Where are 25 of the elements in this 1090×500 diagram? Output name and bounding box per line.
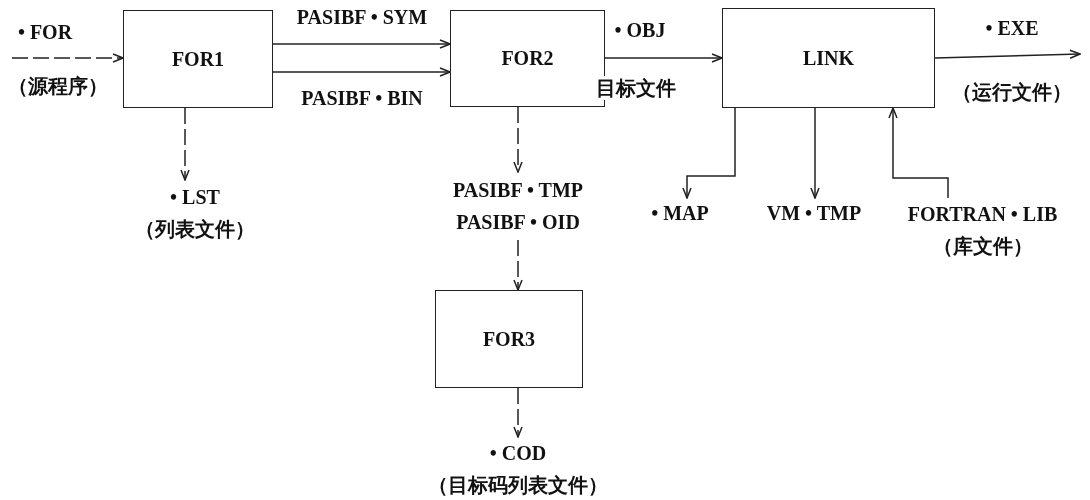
arrow [11, 53, 124, 63]
arrow [180, 107, 190, 181]
file-caption: （目标码列表文件） [428, 472, 608, 498]
file-label: PASIBF • TMP [453, 178, 583, 203]
file-label: FORTRAN • LIB [907, 202, 1058, 227]
arrow [682, 107, 736, 199]
arrow [513, 239, 523, 291]
arrow [934, 49, 1081, 59]
file-label: • COD [489, 440, 547, 466]
file-label: • LST [170, 185, 220, 210]
file-caption: （库文件） [932, 234, 1033, 259]
arrow [888, 107, 949, 199]
process-box: LINK [722, 8, 935, 108]
arrow [272, 39, 451, 49]
process-box: FOR3 [435, 290, 583, 388]
process-box: FOR1 [123, 10, 273, 108]
file-caption: （列表文件） [135, 217, 255, 242]
arrow [810, 107, 820, 199]
file-label: VM • TMP [752, 198, 876, 228]
file-label: • MAP [640, 198, 720, 228]
arrow [272, 67, 451, 77]
arrow [604, 53, 723, 63]
file-caption: PASIBF • OID [456, 210, 580, 235]
arrow [513, 106, 523, 173]
arrow [513, 387, 523, 438]
